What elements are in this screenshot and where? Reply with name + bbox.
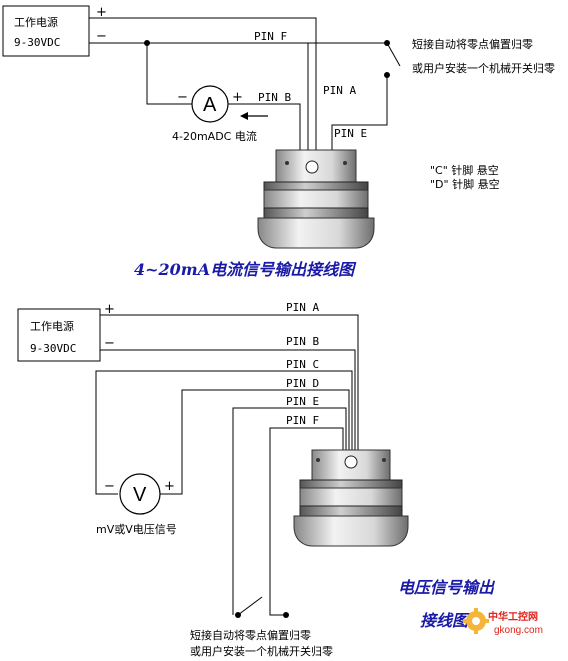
housing-flange-1 — [263, 207, 369, 219]
voltage-output-diagram: 工作电源 9-30VDC + PIN A − PIN B PIN C PIN D… — [17, 301, 496, 658]
wire-pin-c-2 — [95, 370, 353, 495]
ammeter-caption: 4-20mADC 电流 — [172, 129, 257, 143]
pressure-transducer-1 — [257, 149, 375, 249]
voltmeter — [119, 473, 161, 515]
pin-f-label-2: PIN F — [286, 414, 319, 427]
connector-screw-left-2 — [316, 458, 320, 462]
switch-lever-1[interactable] — [386, 42, 401, 67]
connector-screw-right-1 — [343, 161, 347, 165]
sensor-diaphragm-1 — [257, 217, 375, 249]
power-supply-box-1 — [2, 5, 90, 57]
connector-screw-right-2 — [382, 458, 386, 462]
pin-c-label-2: PIN C — [286, 358, 319, 371]
diagram-title-2-line2: 接线图 — [420, 611, 471, 630]
housing-body-2 — [299, 487, 403, 507]
pin-f-label-1: PIN F — [254, 30, 287, 43]
power-supply-voltage-2: 9-30VDC — [30, 342, 76, 355]
current-loop-diagram: 工作电源 9-30VDC + PIN A − PIN F PIN E 短接自动将… — [2, 5, 555, 279]
current-arrow-icon — [240, 112, 248, 120]
housing-flange-2 — [299, 505, 403, 517]
sensor-diaphragm-2 — [293, 515, 409, 547]
switch-note-line1-1: 短接自动将零点偏置归零 — [412, 37, 533, 51]
connector-socket-1 — [305, 160, 319, 174]
voltmeter-minus: − — [104, 479, 115, 494]
power-supply-label-1: 工作电源 — [14, 15, 58, 29]
power-supply-label-2: 工作电源 — [30, 319, 74, 333]
ammeter-plus: + — [232, 90, 243, 105]
switch-note-line1-2: 短接自动将零点偏置归零 — [190, 628, 311, 642]
housing-ring-2 — [299, 479, 403, 489]
gkong-watermark: 中华工控网 gkong.com — [463, 608, 543, 636]
voltmeter-plus: + — [164, 479, 175, 494]
connector-socket-2 — [344, 455, 358, 469]
connector-screw-left-1 — [285, 161, 289, 165]
gear-logo-icon — [463, 608, 489, 634]
watermark-url: gkong.com — [494, 625, 543, 636]
switch-contact-right-2 — [283, 612, 289, 618]
pin-e-label-1: PIN E — [334, 127, 367, 140]
pin-a-label-1: PIN A — [323, 84, 356, 97]
housing-ring-1 — [263, 181, 369, 191]
minus-sign-1: − — [96, 29, 107, 44]
ammeter-minus: − — [177, 90, 188, 105]
wire-pin-b-2 — [100, 349, 356, 452]
wire-pin-e-1 — [331, 75, 388, 152]
plus-sign-2: + — [104, 302, 115, 317]
diagram-title-1: 4~20mA电流信号输出接线图 — [134, 260, 357, 279]
switch-note-line2-1: 或用户安装一个机械开关归零 — [412, 61, 555, 75]
unused-pin-c-note: "C" 针脚 悬空 — [430, 163, 499, 177]
unused-pin-d-note: "D" 针脚 悬空 — [430, 177, 500, 191]
pin-d-label-2: PIN D — [286, 377, 319, 390]
minus-sign-2: − — [104, 336, 115, 351]
pressure-transducer-2 — [293, 449, 409, 547]
wire-pin-f-2 — [269, 427, 344, 616]
wire-pin-b-1 — [228, 103, 301, 152]
watermark-name: 中华工控网 — [488, 610, 538, 623]
pin-b-label-1: PIN B — [258, 91, 291, 104]
plus-sign-1: + — [96, 5, 107, 20]
wire-meter-left-1 — [146, 43, 192, 105]
pin-b-label-2: PIN B — [286, 335, 319, 348]
power-supply-box-2 — [17, 308, 101, 362]
diagram-title-2-line1: 电压信号输出 — [398, 578, 496, 597]
housing-body-1 — [263, 189, 369, 209]
pin-e-label-2: PIN E — [286, 395, 319, 408]
wire-pin-a-1 — [89, 17, 317, 152]
ammeter-symbol: A — [203, 94, 217, 116]
voltmeter-caption: mV或V电压信号 — [96, 523, 177, 536]
switch-lever-2[interactable] — [237, 596, 263, 616]
wire-pin-e-2 — [232, 407, 347, 615]
pin-a-label-2: PIN A — [286, 301, 319, 314]
wire-pin-d-2 — [158, 389, 350, 495]
voltmeter-symbol: V — [133, 484, 147, 506]
power-supply-voltage-1: 9-30VDC — [14, 36, 60, 49]
wire-pin-a-2 — [100, 314, 359, 452]
switch-note-line2-2: 或用户安装一个机械开关归零 — [190, 644, 333, 658]
